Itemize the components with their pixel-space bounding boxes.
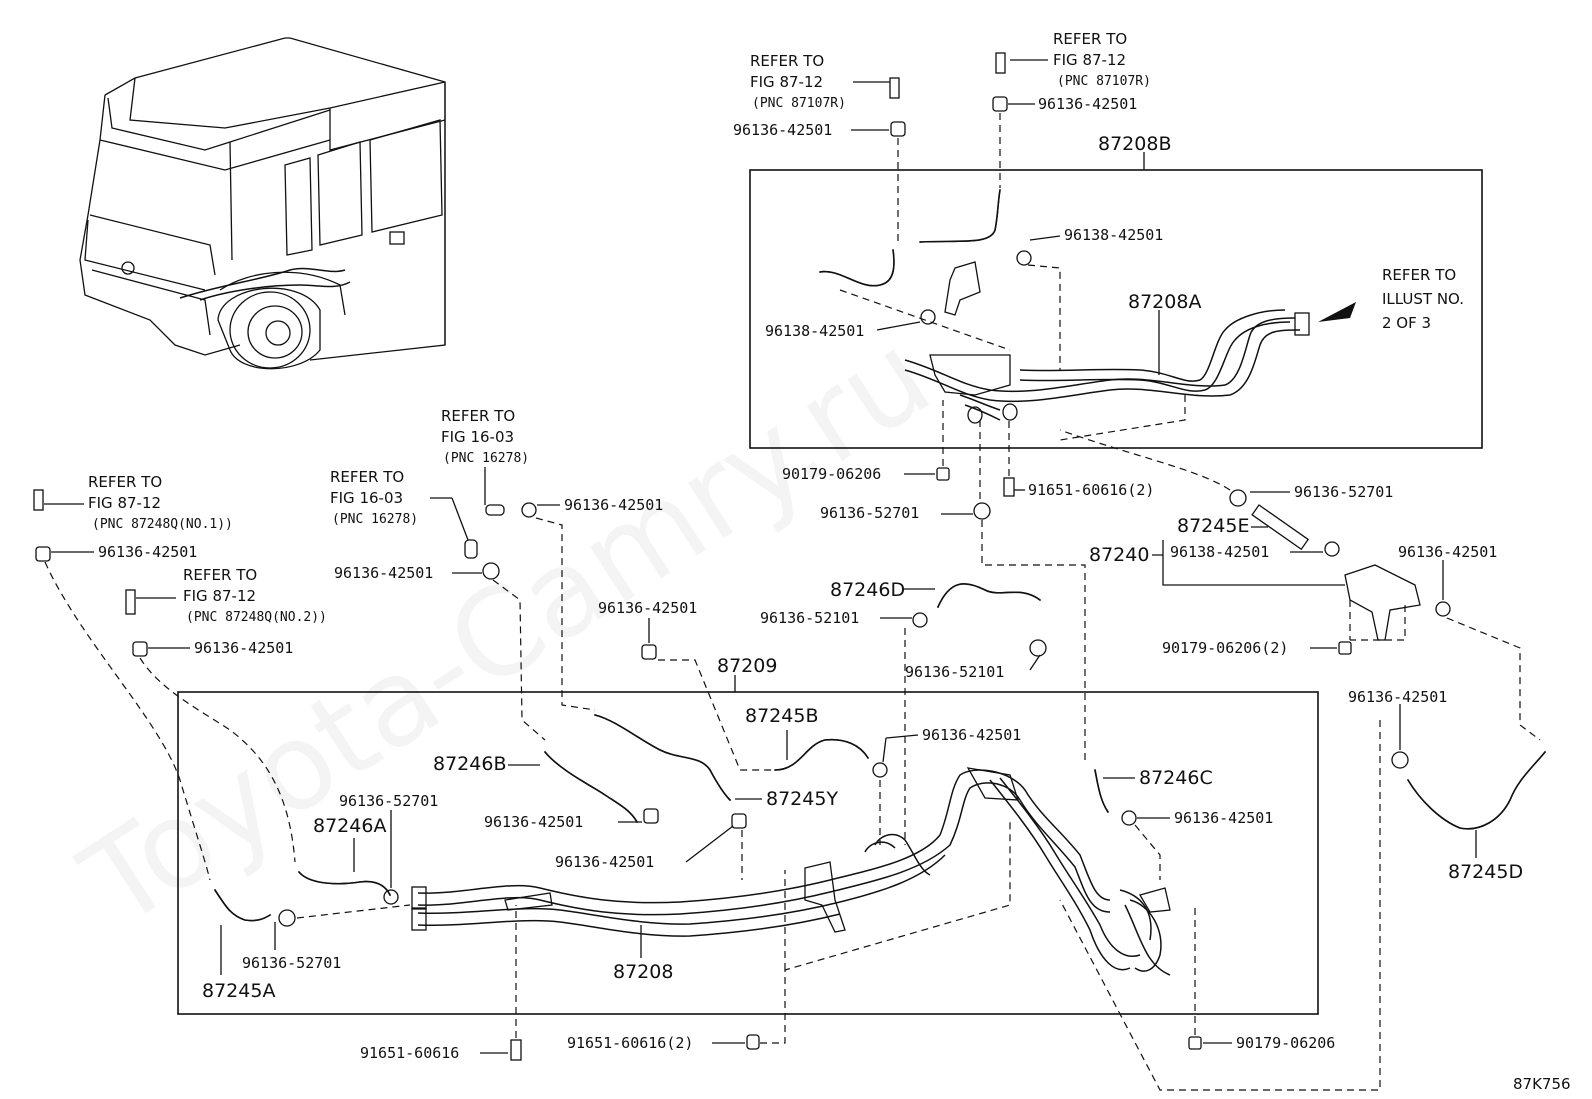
clip-c6-label: 91651-60616(2) <box>1028 481 1154 499</box>
part-87245a-label: 87245A <box>202 980 275 1002</box>
clip-c12-label: 96136-52101 <box>760 609 859 627</box>
clip-c14-label: 96136-42501 <box>1348 688 1447 706</box>
ref-87107r-b-line3: (PNC 87107R) <box>1057 74 1151 89</box>
ref-16278-b-line3: (PNC 16278) <box>332 512 418 527</box>
clip-c27-label: 90179-06206 <box>1236 1034 1335 1052</box>
ref-16278-b-line2: FIG 16-03 <box>330 489 403 507</box>
clip-c7-label: 96136-52701 <box>820 504 919 522</box>
ref-87248q2-line3: (PNC 87248Q(NO.2)) <box>186 610 327 625</box>
part-87246d-label: 87246D <box>830 579 905 601</box>
vehicle-illustration <box>79 37 446 370</box>
part-87245y-label: 87245Y <box>766 788 838 810</box>
part-87208a-label: 87208A <box>1128 291 1201 313</box>
ref-87248q1-line2: FIG 87-12 <box>88 494 161 512</box>
part-87245b-label: 87245B <box>745 705 818 727</box>
ref-87248q1-line1: REFER TO <box>88 473 162 491</box>
part-87245e-label: 87245E <box>1177 515 1249 537</box>
clip-c23-label: 96136-52701 <box>242 954 341 972</box>
clip-c3-label: 96138-42501 <box>1064 226 1163 244</box>
ref-87248q2-line1: REFER TO <box>183 566 257 584</box>
part-87208-label: 87208 <box>613 961 673 983</box>
figure-id: 87K756 <box>1513 1075 1571 1093</box>
clip-c21-label: 96136-42501 <box>564 496 663 514</box>
part-87245d-label: 87245D <box>1448 861 1523 883</box>
clip-c10-label: 96136-42501 <box>1398 543 1497 561</box>
ref-16278-a-line1: REFER TO <box>441 407 515 425</box>
hose-group-lower <box>411 767 1171 976</box>
clip-c26-label: 91651-60616(2) <box>567 1034 693 1052</box>
ref-illust-line2: ILLUST NO. <box>1382 290 1464 308</box>
clip-c23-label-alt: 96136-42501 <box>194 639 293 657</box>
part-87240-label: 87240 <box>1089 544 1149 566</box>
part-87209-label: 87209 <box>717 655 777 677</box>
clip-c9-label: 96138-42501 <box>1170 543 1269 561</box>
clip-c22-label: 96136-42501 <box>334 564 433 582</box>
ref-16278-a-line2: FIG 16-03 <box>441 428 514 446</box>
clip-c16-label: 96136-42501 <box>1174 809 1273 827</box>
ref-87107r-a-line3: (PNC 87107R) <box>752 96 846 111</box>
ref-87107r-b-line2: FIG 87-12 <box>1053 51 1126 69</box>
clip-c18-label: 96136-42501 <box>484 813 583 831</box>
hose-group-upper <box>819 189 1356 424</box>
clip-c8-label: 96136-52701 <box>1294 483 1393 501</box>
clip-c25-label: 91651-60616 <box>360 1044 459 1062</box>
ref-87107r-b-line1: REFER TO <box>1053 30 1127 48</box>
clip-c11-label: 90179-06206(2) <box>1162 639 1288 657</box>
ref-87107r-a-line2: FIG 87-12 <box>750 73 823 91</box>
part-87246c-label: 87246C <box>1139 767 1213 789</box>
clip-c2-label: 96136-42501 <box>1038 95 1137 113</box>
part-87246a-label: 87246A <box>313 815 386 837</box>
ref-illust-line1: REFER TO <box>1382 266 1456 284</box>
clip-c15-label: 96136-42501 <box>922 726 1021 744</box>
part-87208b-label: 87208B <box>1098 133 1171 155</box>
ref-87107r-a-line1: REFER TO <box>750 52 824 70</box>
ref-16278-b-line1: REFER TO <box>330 468 404 486</box>
clip-c4-label: 96138-42501 <box>765 322 864 340</box>
ref-87248q2-line2: FIG 87-12 <box>183 587 256 605</box>
clip-c5-label: 90179-06206 <box>782 465 881 483</box>
clip-c1-label: 96136-42501 <box>733 121 832 139</box>
part-87246b-label: 87246B <box>433 753 506 775</box>
ref-16278-a-line3: (PNC 16278) <box>443 451 529 466</box>
clip-c13-label: 96136-52101 <box>905 663 1004 681</box>
watermark-text: Toyota-Camry.ru <box>59 306 954 955</box>
clip-c19-label: 96136-52701 <box>339 792 438 810</box>
assembly-box-87209 <box>177 691 1319 1015</box>
clip-c17-label: 96136-42501 <box>598 599 697 617</box>
clip-c24-label: 96136-42501 <box>98 543 197 561</box>
clip-c20-label: 96136-42501 <box>555 853 654 871</box>
ref-illust-line3: 2 OF 3 <box>1382 314 1431 332</box>
ref-87248q1-line3: (PNC 87248Q(NO.1)) <box>92 517 233 532</box>
